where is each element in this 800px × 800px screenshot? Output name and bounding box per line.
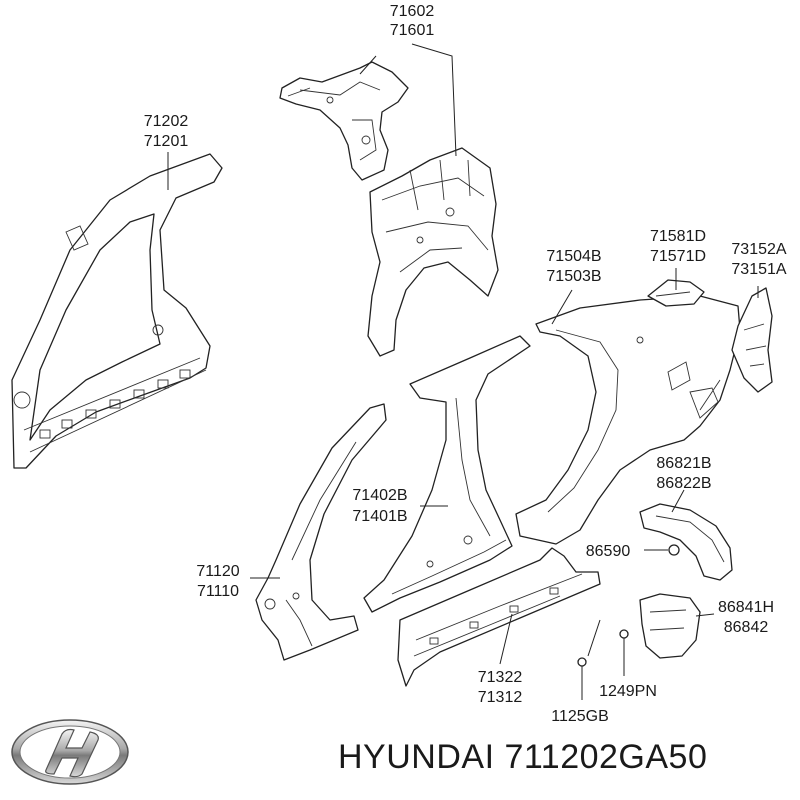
callout-71322: 71322: [478, 669, 523, 686]
leader-lines: [167, 43, 759, 700]
callout-71120: 71120: [196, 563, 239, 580]
callout-86842: 86842: [724, 619, 769, 636]
callout-71110: 71110: [197, 583, 239, 600]
part-86841h-mud-guard: [639, 593, 701, 659]
callout-71503b: 71503B: [546, 268, 601, 285]
part-71110-a-pillar: [255, 403, 387, 661]
callout-71402b: 71402B: [352, 487, 407, 504]
callout-71504b: 71504B: [546, 248, 601, 265]
part-71312-side-sill: [397, 547, 601, 687]
callout-71202: 71202: [144, 113, 189, 130]
callout-86821b: 86821B: [656, 455, 711, 472]
brand-part-number: HYUNDAI 711202GA50: [338, 738, 707, 777]
part-number: 711202GA50: [504, 738, 708, 776]
part-71401b-center-pillar: [363, 335, 531, 613]
callout-71602: 71602: [390, 3, 435, 20]
part-73151a-bracket: [731, 287, 773, 393]
part-71201-side-frame: [11, 153, 223, 469]
part-1125gb-bolt: [577, 657, 587, 676]
callout-73151a: 73151A: [731, 261, 786, 278]
hyundai-logo-icon: [11, 719, 129, 785]
callout-71581d: 71581D: [650, 228, 706, 245]
brand-name: HYUNDAI: [338, 738, 495, 776]
callout-86822b: 86822B: [656, 475, 711, 492]
callout-86590: 86590: [586, 543, 631, 560]
part-86590-clip: [668, 544, 680, 556]
part-71503b-quarter-panel: [515, 295, 741, 545]
callout-71312: 71312: [478, 689, 523, 706]
callout-71571d: 71571D: [650, 248, 706, 265]
callout-1125gb: 1125GB: [551, 708, 609, 725]
part-1249pn-screw: [619, 629, 629, 648]
callout-86841h: 86841H: [718, 599, 774, 616]
callout-1249pn: 1249PN: [599, 683, 657, 700]
callout-71601: 71601: [390, 22, 435, 39]
callout-71401b: 71401B: [352, 508, 407, 525]
callout-73152a: 73152A: [731, 241, 786, 258]
part-86821b-wheel-guard: [639, 503, 733, 581]
part-71602-wheelhouse: [367, 147, 499, 357]
part-71601-bracket: [279, 61, 409, 181]
part-71571d-extension: [647, 279, 705, 307]
callout-71201: 71201: [144, 133, 189, 150]
